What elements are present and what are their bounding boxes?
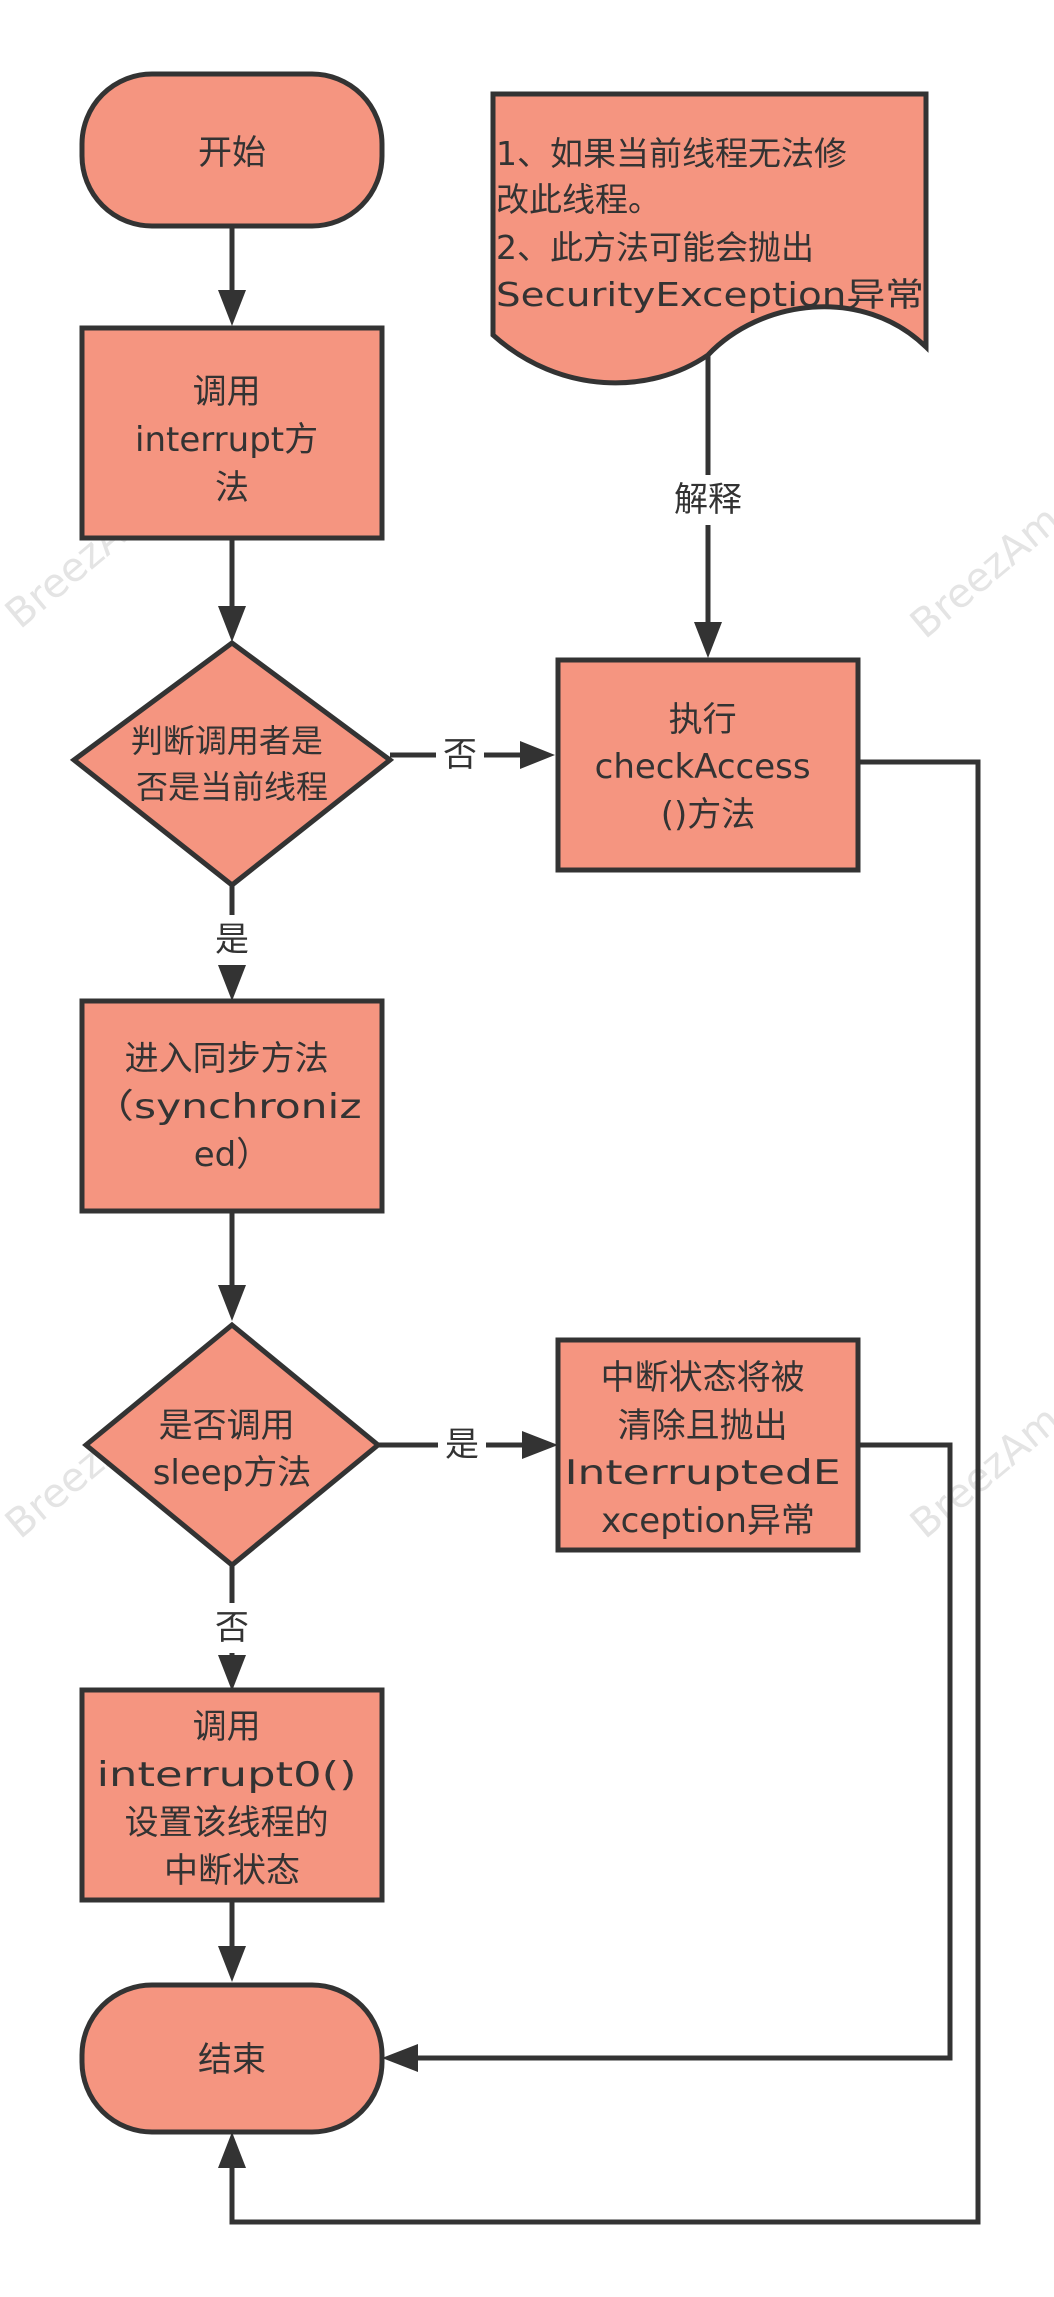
edge-label-caller-no: 否 — [443, 735, 477, 775]
arrowhead — [382, 2044, 418, 2072]
edge-clear-to-end — [418, 1442, 953, 2061]
start-terminal — [79, 71, 385, 229]
start-label: 开始 — [198, 133, 266, 173]
check-access-process — [555, 657, 861, 873]
watermark: BreezAm — [902, 497, 1054, 648]
check-sleep-label: 是否调用 sleep方法 — [153, 1406, 312, 1493]
call-interrupt0-process — [79, 1687, 385, 1903]
call-interrupt-process — [79, 325, 385, 541]
arrowhead — [218, 1285, 246, 1321]
edge-label-sleep-yes: 是 — [445, 1425, 479, 1465]
call-interrupt0-label: 调用 interrupt0() 设置该线程的 中断状态 — [97, 1707, 368, 1891]
explanation-note — [490, 91, 929, 386]
node-layer — [69, 71, 929, 2135]
arrowhead — [218, 1655, 246, 1691]
check-sleep-decision — [82, 1321, 382, 1569]
check-caller-label: 判断调用者是 否是当前线程 — [131, 722, 333, 806]
edge-label-sleep-no: 否 — [215, 1608, 249, 1648]
clear-interrupt-process — [555, 1337, 861, 1553]
end-terminal — [79, 1982, 385, 2135]
start-label-line: 开始 — [198, 133, 266, 173]
arrowhead — [694, 622, 722, 658]
note-label: 1、如果当前线程无法修 改此线程。 2、此方法可能会抛出 SecurityExc… — [496, 134, 924, 314]
arrowhead — [522, 1431, 558, 1459]
end-label: 结束 — [198, 2040, 266, 2080]
edge-label-caller-yes: 是 — [215, 920, 249, 960]
arrowhead — [218, 1946, 246, 1982]
arrowhead — [218, 606, 246, 642]
end-label-line: 结束 — [198, 2040, 266, 2080]
edge-access-to-end — [229, 759, 981, 2225]
check-caller-decision — [69, 639, 395, 889]
synchronized-label: 进入同步方法 （synchroniz ed） — [92, 1039, 373, 1175]
clear-interrupt-label: 中断状态将被 清除且抛出 InterruptedE xception异常 — [565, 1358, 852, 1541]
arrowhead — [218, 2132, 246, 2168]
arrowhead — [520, 741, 555, 769]
edge-label-layer: 解释 否 是 是 否 — [208, 475, 746, 1653]
edge-label-explain: 解释 — [674, 480, 742, 520]
arrowhead — [218, 965, 246, 1001]
arrowhead — [218, 290, 246, 326]
check-access-label: 执行 checkAccess ()方法 — [595, 700, 822, 835]
synchronized-process — [79, 998, 385, 1214]
node-text-layer: 开始 调用 interrupt方 法 判断调用者是 否是当前线程 1、如果当前线… — [92, 133, 924, 2080]
call-interrupt-label: 调用 interrupt方 法 — [135, 372, 329, 508]
